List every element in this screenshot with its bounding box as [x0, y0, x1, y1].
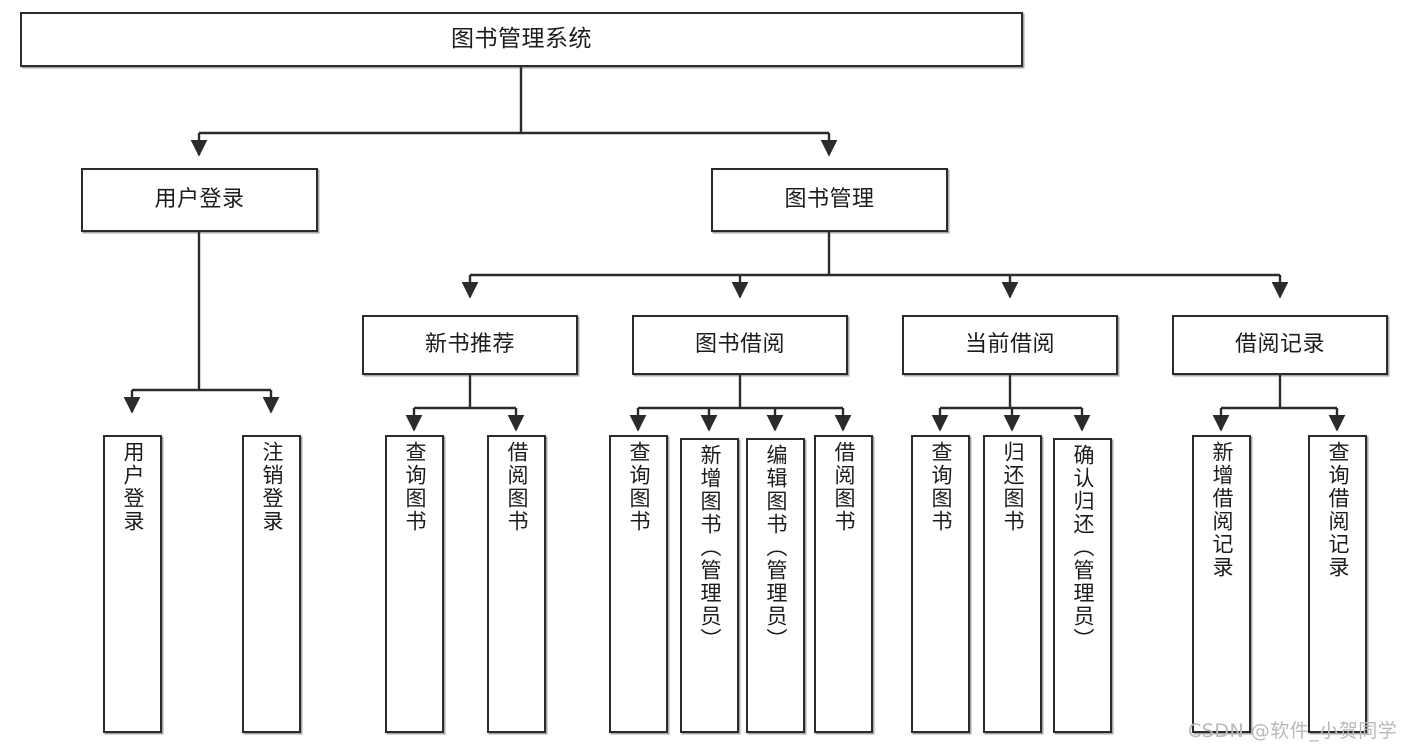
node-new-book-recommend-label: 新书推荐 — [424, 332, 515, 358]
node-leaf-confirm-return-admin-label: 确认归还（管理员） — [1070, 444, 1095, 651]
node-user-login-label: 用户登录 — [154, 187, 245, 213]
node-leaf-borrow-book-1[interactable]: 借阅图书 — [487, 435, 546, 733]
node-leaf-add-borrow-record[interactable]: 新增借阅记录 — [1192, 435, 1251, 733]
node-user-login[interactable]: 用户登录 — [81, 168, 318, 232]
node-leaf-query-book-3[interactable]: 查询图书 — [911, 435, 970, 733]
node-root[interactable]: 图书管理系统 — [20, 12, 1023, 67]
node-leaf-edit-book-admin-label: 编辑图书（管理员） — [763, 444, 788, 651]
node-leaf-query-book-3-label: 查询图书 — [928, 441, 953, 533]
node-leaf-add-borrow-record-label: 新增借阅记录 — [1209, 441, 1234, 579]
node-root-label: 图书管理系统 — [451, 26, 592, 53]
node-leaf-return-book[interactable]: 归还图书 — [983, 435, 1042, 733]
node-leaf-query-book-1[interactable]: 查询图书 — [385, 435, 444, 733]
node-borrow-record[interactable]: 借阅记录 — [1172, 315, 1388, 375]
node-leaf-query-book-2-label: 查询图书 — [626, 441, 651, 533]
node-leaf-user-login-label: 用户登录 — [120, 441, 145, 533]
node-leaf-add-book-admin[interactable]: 新增图书（管理员） — [680, 438, 739, 733]
node-book-borrow[interactable]: 图书借阅 — [632, 315, 848, 375]
node-leaf-edit-book-admin[interactable]: 编辑图书（管理员） — [746, 438, 805, 733]
node-book-borrow-label: 图书借阅 — [694, 332, 785, 358]
node-leaf-user-login[interactable]: 用户登录 — [103, 435, 162, 733]
node-leaf-query-borrow-record[interactable]: 查询借阅记录 — [1308, 435, 1367, 733]
node-leaf-query-book-1-label: 查询图书 — [402, 441, 427, 533]
node-leaf-add-book-admin-label: 新增图书（管理员） — [697, 444, 722, 651]
node-current-borrow-label: 当前借阅 — [964, 332, 1055, 358]
node-leaf-return-book-label: 归还图书 — [1000, 441, 1025, 533]
node-leaf-user-logout[interactable]: 注销登录 — [242, 435, 301, 733]
node-leaf-borrow-book-2[interactable]: 借阅图书 — [814, 435, 873, 733]
node-leaf-borrow-book-1-label: 借阅图书 — [504, 441, 529, 533]
node-leaf-query-book-2[interactable]: 查询图书 — [609, 435, 668, 733]
node-book-manage-label: 图书管理 — [784, 187, 875, 213]
node-new-book-recommend[interactable]: 新书推荐 — [362, 315, 578, 375]
node-leaf-borrow-book-2-label: 借阅图书 — [831, 441, 856, 533]
node-leaf-query-borrow-record-label: 查询借阅记录 — [1325, 441, 1350, 579]
node-book-manage[interactable]: 图书管理 — [711, 168, 948, 232]
node-current-borrow[interactable]: 当前借阅 — [902, 315, 1118, 375]
watermark-text: CSDN @软件_小贺同学 — [1188, 720, 1398, 742]
node-leaf-confirm-return-admin[interactable]: 确认归还（管理员） — [1053, 438, 1112, 733]
node-borrow-record-label: 借阅记录 — [1234, 332, 1325, 358]
node-leaf-user-logout-label: 注销登录 — [259, 441, 284, 533]
